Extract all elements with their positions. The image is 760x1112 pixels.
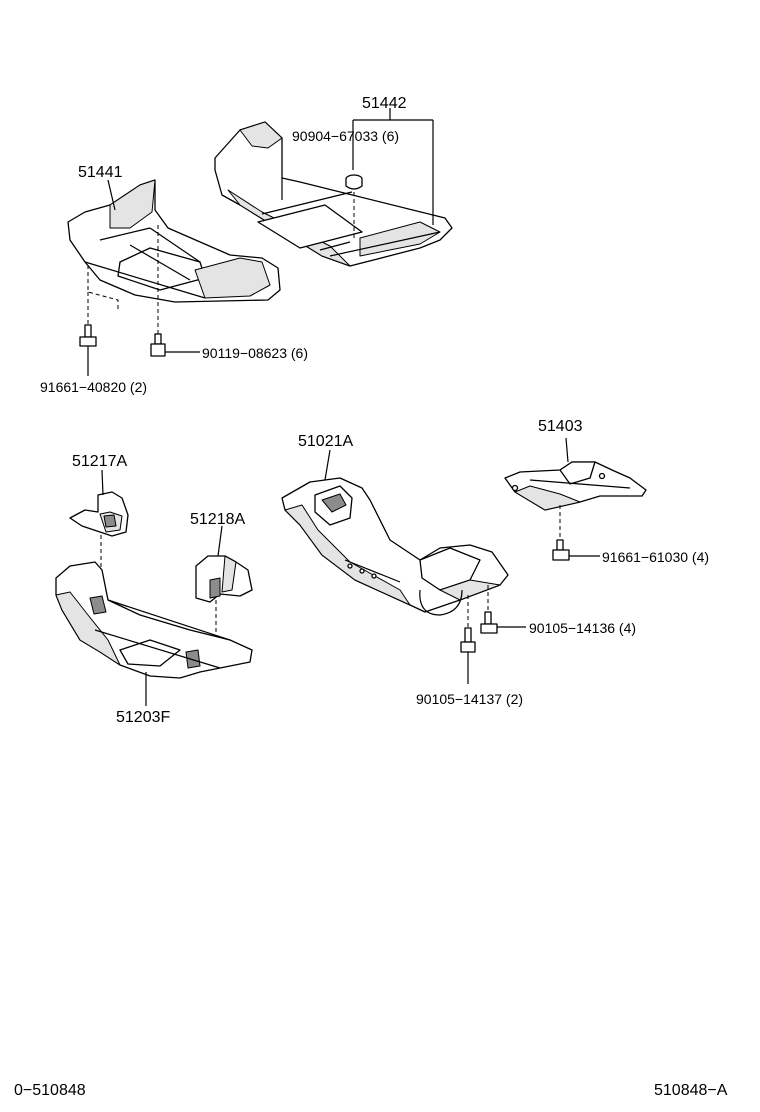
part-51203F-frame [55,561,253,679]
footer-right-code: 510848−A [654,1082,728,1099]
bolt-90119-08623 [150,333,166,357]
bolt-90105-14136 [480,611,498,634]
label-90105-14137: 90105−14137 (2) [416,691,523,707]
label-51217A: 51217A [72,453,127,470]
part-51441-under-cover [67,179,281,303]
label-51403: 51403 [538,418,583,435]
label-90105-14136: 90105−14136 (4) [529,620,636,636]
label-51021A: 51021A [298,433,353,450]
part-51217A-bracket [69,491,129,537]
bolt-91661-61030 [552,539,570,561]
part-51021A-crossmember [281,477,509,616]
clip-90904-67033 [345,174,363,190]
label-51442: 51442 [362,95,407,112]
label-90119-08623: 90119−08623 (6) [202,345,308,361]
label-91661-61030: 91661−61030 (4) [602,549,709,565]
part-51403-bracket [504,461,647,511]
label-51218A: 51218A [190,511,245,528]
label-51203F: 51203F [116,709,170,726]
part-51442-under-cover [214,121,453,267]
label-51441: 51441 [78,164,123,181]
label-90904-67033: 90904−67033 (6) [292,128,399,144]
bolt-90105-14137 [460,627,476,653]
footer-left-code: 0−510848 [14,1082,86,1099]
label-91661-40820: 91661−40820 (2) [40,379,147,395]
bolt-91661-40820 [79,324,97,347]
part-51218A-bracket [195,555,253,603]
